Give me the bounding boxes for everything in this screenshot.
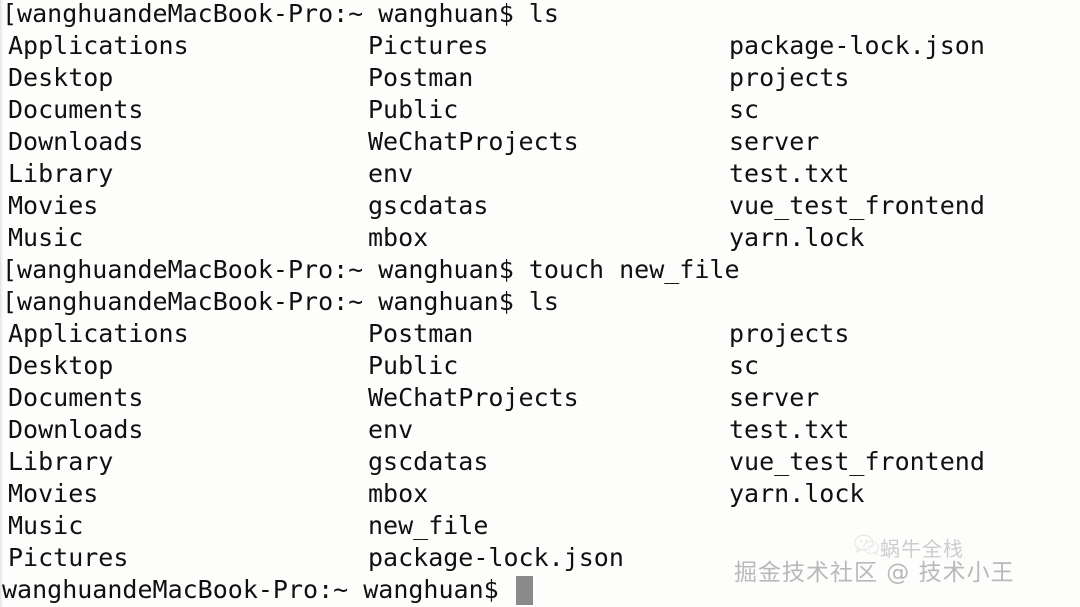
listing-entry-col3: server	[729, 127, 820, 156]
listing-entry-col1: Downloads	[8, 415, 144, 444]
listing-entry-col1: Movies	[8, 191, 99, 220]
terminal-listing-row: Movies gscdatas vue_test_frontend	[0, 190, 1080, 222]
listing-entry-col2: WeChatProjects	[368, 383, 579, 412]
listing-entry-col1: Music	[8, 511, 84, 540]
listing-entry-col2: env	[368, 415, 414, 444]
terminal-listing-row: Documents Public sc	[0, 94, 1080, 126]
terminal-listing-row: Desktop Public sc	[0, 350, 1080, 382]
terminal-cursor	[516, 576, 533, 605]
listing-entry-col1: Documents	[8, 383, 144, 412]
listing-entry-col2: gscdatas	[368, 447, 489, 476]
listing-entry-col1: Movies	[8, 479, 99, 508]
listing-entry-col3: test.txt	[729, 159, 850, 188]
listing-entry-col2: mbox	[368, 479, 429, 508]
listing-entry-col1: Music	[8, 223, 84, 252]
listing-entry-col3: yarn.lock	[729, 479, 865, 508]
listing-entry-col1: Library	[8, 447, 114, 476]
prompt-text: [wanghuandeMacBook-Pro:~ wanghuan$ ls	[2, 0, 559, 28]
listing-entry-col2: WeChatProjects	[368, 127, 579, 156]
prompt-text: wanghuandeMacBook-Pro:~ wanghuan$	[2, 575, 514, 604]
terminal-listing-row: Documents WeChatProjects server	[0, 382, 1080, 414]
wechat-icon	[854, 534, 879, 556]
listing-entry-col2: Public	[368, 351, 459, 380]
terminal-listing-row: Library gscdatas vue_test_frontend	[0, 446, 1080, 478]
terminal-prompt-line: wanghuandeMacBook-Pro:~ wanghuan$	[0, 574, 1080, 606]
listing-entry-col2: new_file	[368, 511, 489, 540]
prompt-text: [wanghuandeMacBook-Pro:~ wanghuan$ touch…	[2, 255, 740, 284]
listing-entry-col2: Public	[368, 95, 459, 124]
listing-entry-col3: vue_test_frontend	[729, 191, 985, 220]
terminal-prompt-line: [wanghuandeMacBook-Pro:~ wanghuan$ touch…	[0, 254, 1080, 286]
listing-entry-col2: Postman	[368, 319, 474, 348]
terminal-listing-row: Library env test.txt	[0, 158, 1080, 190]
listing-entry-col1: Downloads	[8, 127, 144, 156]
listing-entry-col2: package-lock.json	[368, 543, 624, 572]
listing-entry-col1: Documents	[8, 95, 144, 124]
listing-entry-col2: gscdatas	[368, 191, 489, 220]
listing-entry-col1: Applications	[8, 319, 189, 348]
listing-entry-col1: Library	[8, 159, 114, 188]
terminal-listing-row: Music new_file	[0, 510, 1080, 542]
listing-entry-col1: Desktop	[8, 63, 114, 92]
terminal-listing-row: Downloads env test.txt	[0, 414, 1080, 446]
listing-entry-col2: Pictures	[368, 31, 489, 60]
listing-entry-col3: server	[729, 383, 820, 412]
terminal-prompt-line: [wanghuandeMacBook-Pro:~ wanghuan$ ls	[0, 286, 1080, 318]
terminal-listing-row: Movies mbox yarn.lock	[0, 478, 1080, 510]
terminal-listing-row: Downloads WeChatProjects server	[0, 126, 1080, 158]
terminal-listing-row: Pictures package-lock.json	[0, 542, 1080, 574]
terminal-listing-row: Applications Postman projects	[0, 318, 1080, 350]
listing-entry-col3: package-lock.json	[729, 31, 985, 60]
terminal-prompt-line: [wanghuandeMacBook-Pro:~ wanghuan$ ls	[0, 0, 1080, 30]
listing-entry-col3: yarn.lock	[729, 223, 865, 252]
listing-entry-col3: projects	[729, 63, 850, 92]
listing-entry-col2: env	[368, 159, 414, 188]
listing-entry-col2: Postman	[368, 63, 474, 92]
terminal-listing-row: Music mbox yarn.lock	[0, 222, 1080, 254]
listing-entry-col3: projects	[729, 319, 850, 348]
listing-entry-col1: Applications	[8, 31, 189, 60]
listing-entry-col3: vue_test_frontend	[729, 447, 985, 476]
prompt-text: [wanghuandeMacBook-Pro:~ wanghuan$ ls	[2, 287, 559, 316]
listing-entry-col1: Desktop	[8, 351, 114, 380]
listing-entry-col1: Pictures	[8, 543, 129, 572]
listing-entry-col3: test.txt	[729, 415, 850, 444]
terminal-listing-row: Applications Pictures package-lock.json	[0, 30, 1080, 62]
listing-entry-col2: mbox	[368, 223, 429, 252]
listing-entry-col3: sc	[729, 351, 760, 380]
listing-entry-col3: sc	[729, 95, 760, 124]
terminal-listing-row: Desktop Postman projects	[0, 62, 1080, 94]
